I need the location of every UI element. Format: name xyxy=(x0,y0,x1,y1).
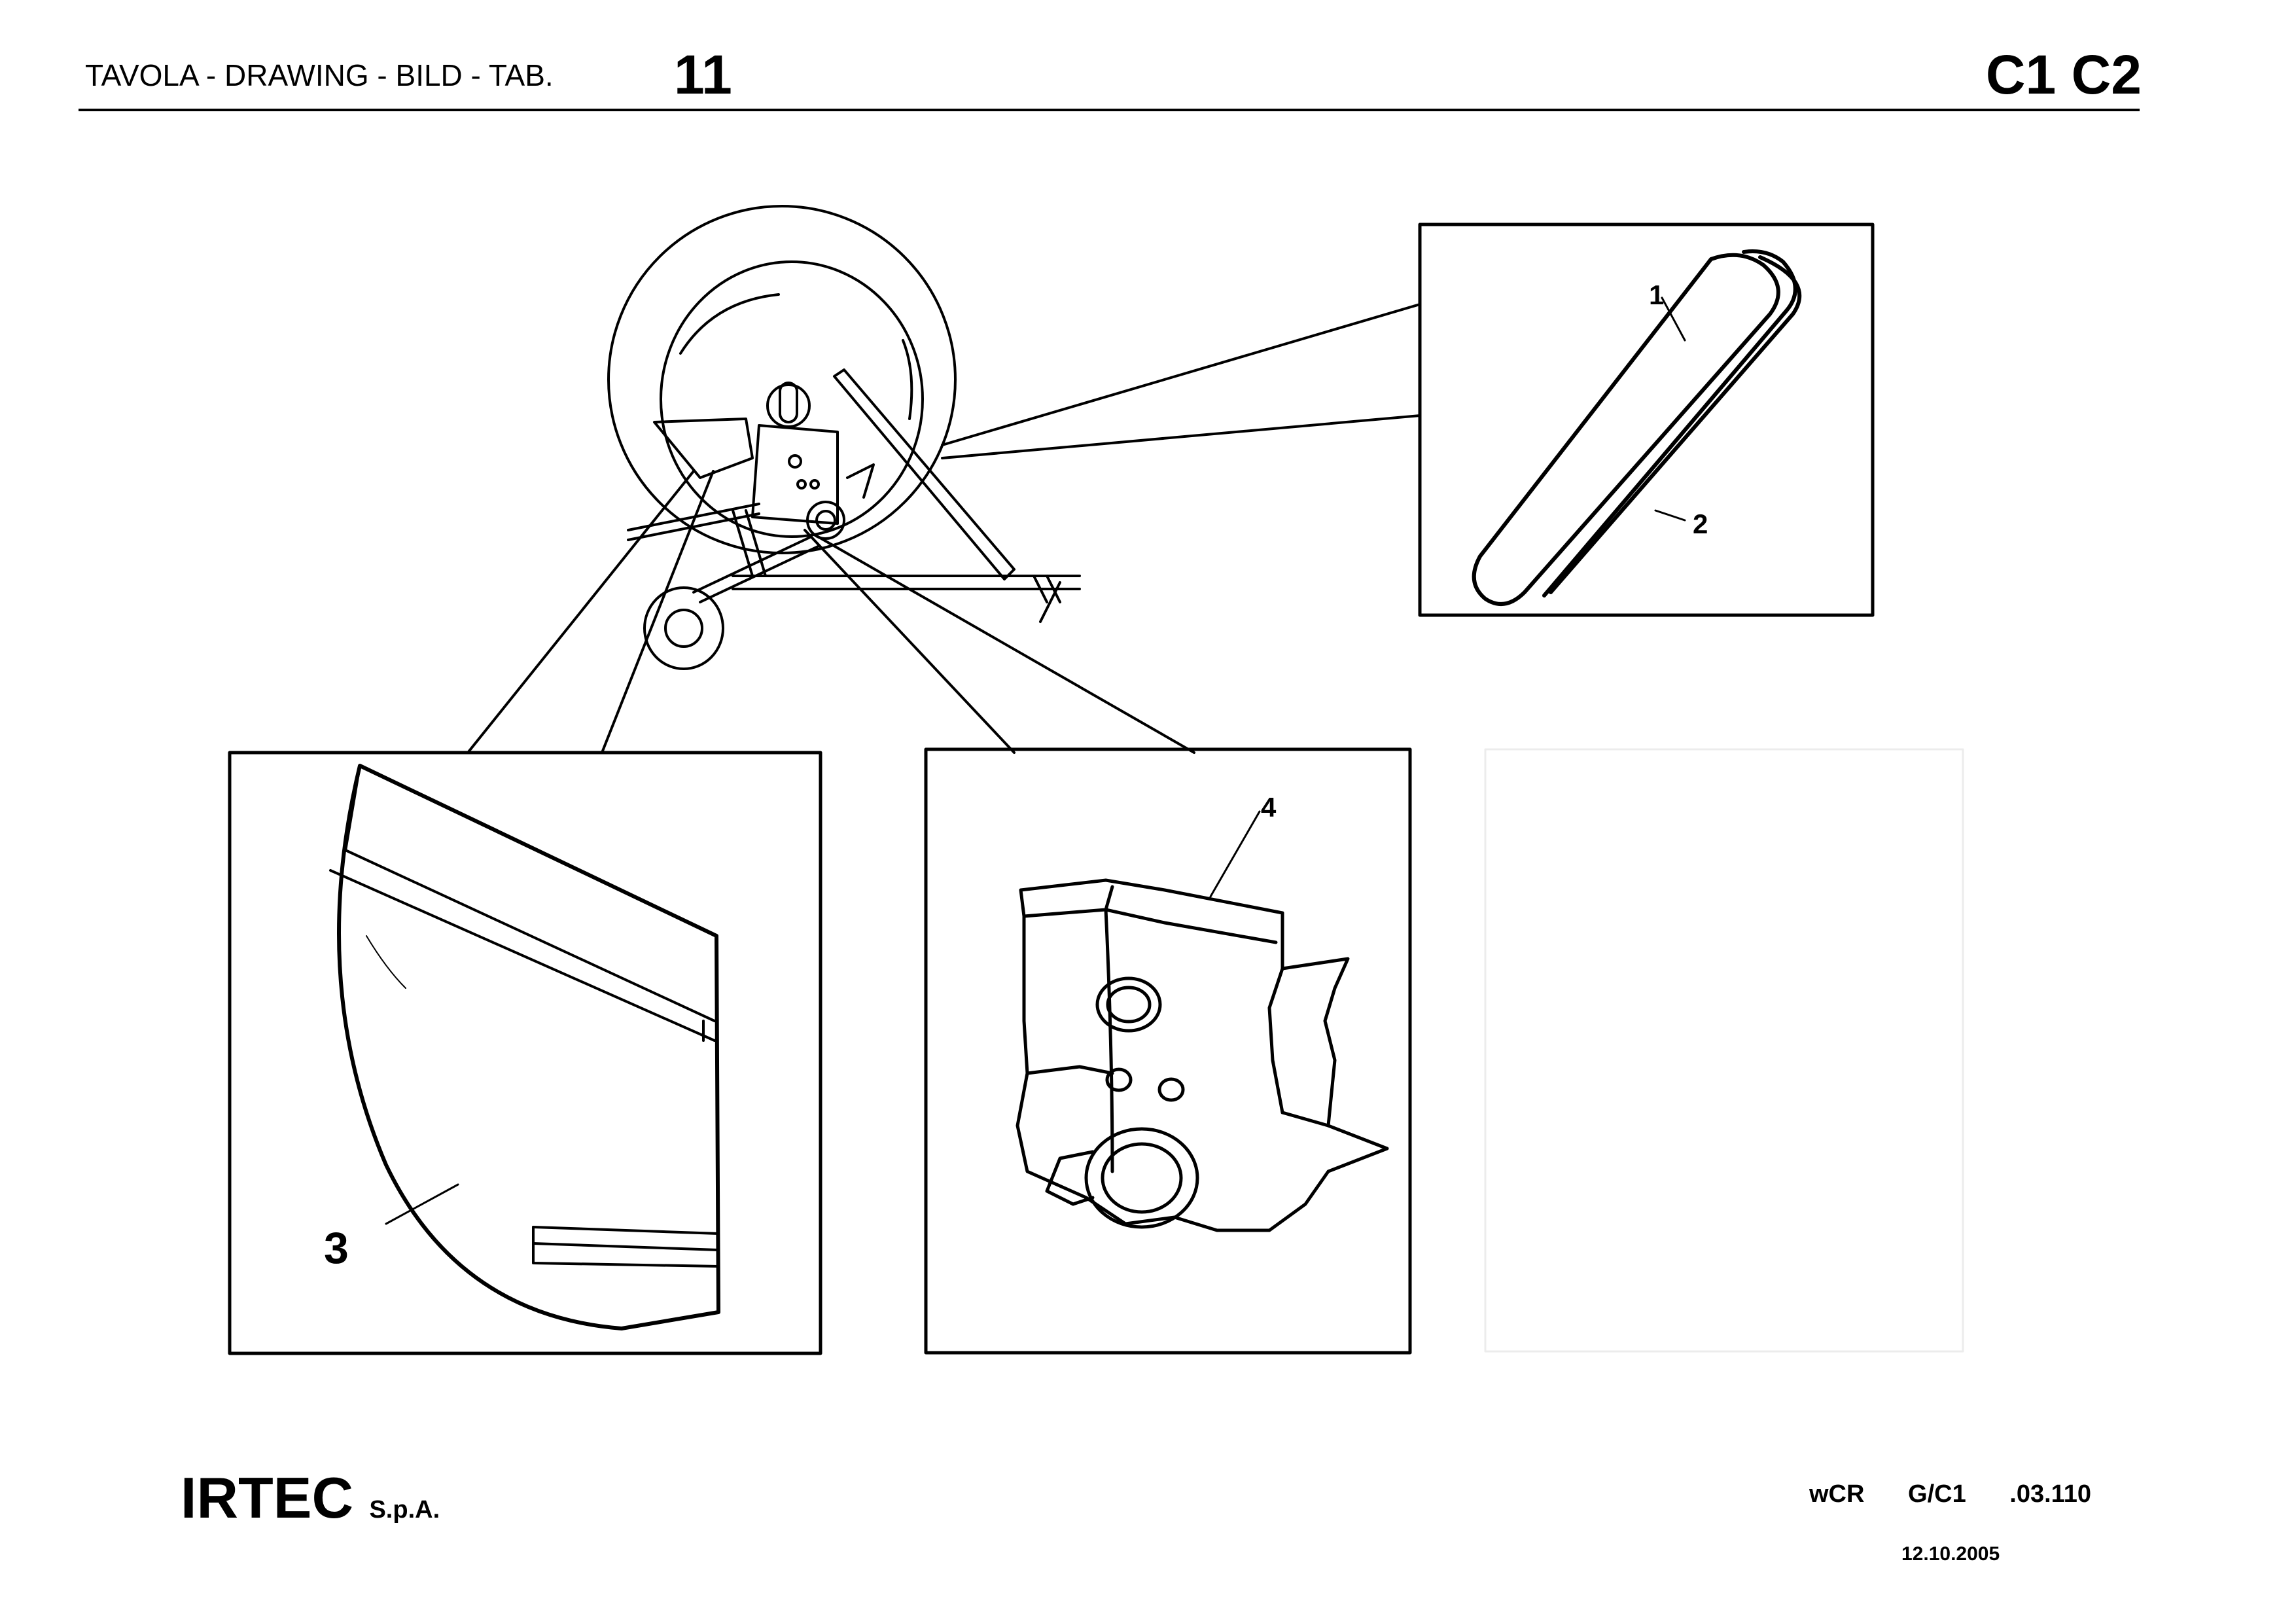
table-number: 11 xyxy=(674,44,732,105)
company-name: IRTEC S.p.A. xyxy=(181,1465,440,1531)
leader-lines xyxy=(467,303,1421,754)
ghost-panel xyxy=(1484,748,1964,1353)
code-part-3: .03.110 xyxy=(2009,1480,2091,1508)
callout-2: 2 xyxy=(1693,508,1708,539)
company-label: IRTEC xyxy=(181,1465,353,1530)
company-suffix: S.p.A. xyxy=(369,1496,440,1524)
code-part-1: wCR xyxy=(1809,1480,1865,1508)
header-rule xyxy=(79,109,2140,111)
detail-box-belt xyxy=(1418,223,1875,617)
model-codes: C1 C2 xyxy=(1985,44,2142,105)
callout-1: 1 xyxy=(1649,279,1664,310)
document-date: 12.10.2005 xyxy=(1901,1543,2000,1565)
callout-3: 3 xyxy=(324,1223,349,1273)
detail-box-casing xyxy=(924,747,1412,1355)
callout-4: 4 xyxy=(1261,792,1277,823)
document-code: wCR G/C1 .03.110 xyxy=(1809,1480,2091,1508)
machine-overview xyxy=(607,205,1081,670)
part-callouts: 1 2 3 4 xyxy=(324,279,1708,1273)
code-part-2: G/C1 xyxy=(1908,1480,1966,1508)
detail-box-guard xyxy=(228,751,822,1355)
header-title: TAVOLA - DRAWING - BILD - TAB. xyxy=(85,58,554,92)
